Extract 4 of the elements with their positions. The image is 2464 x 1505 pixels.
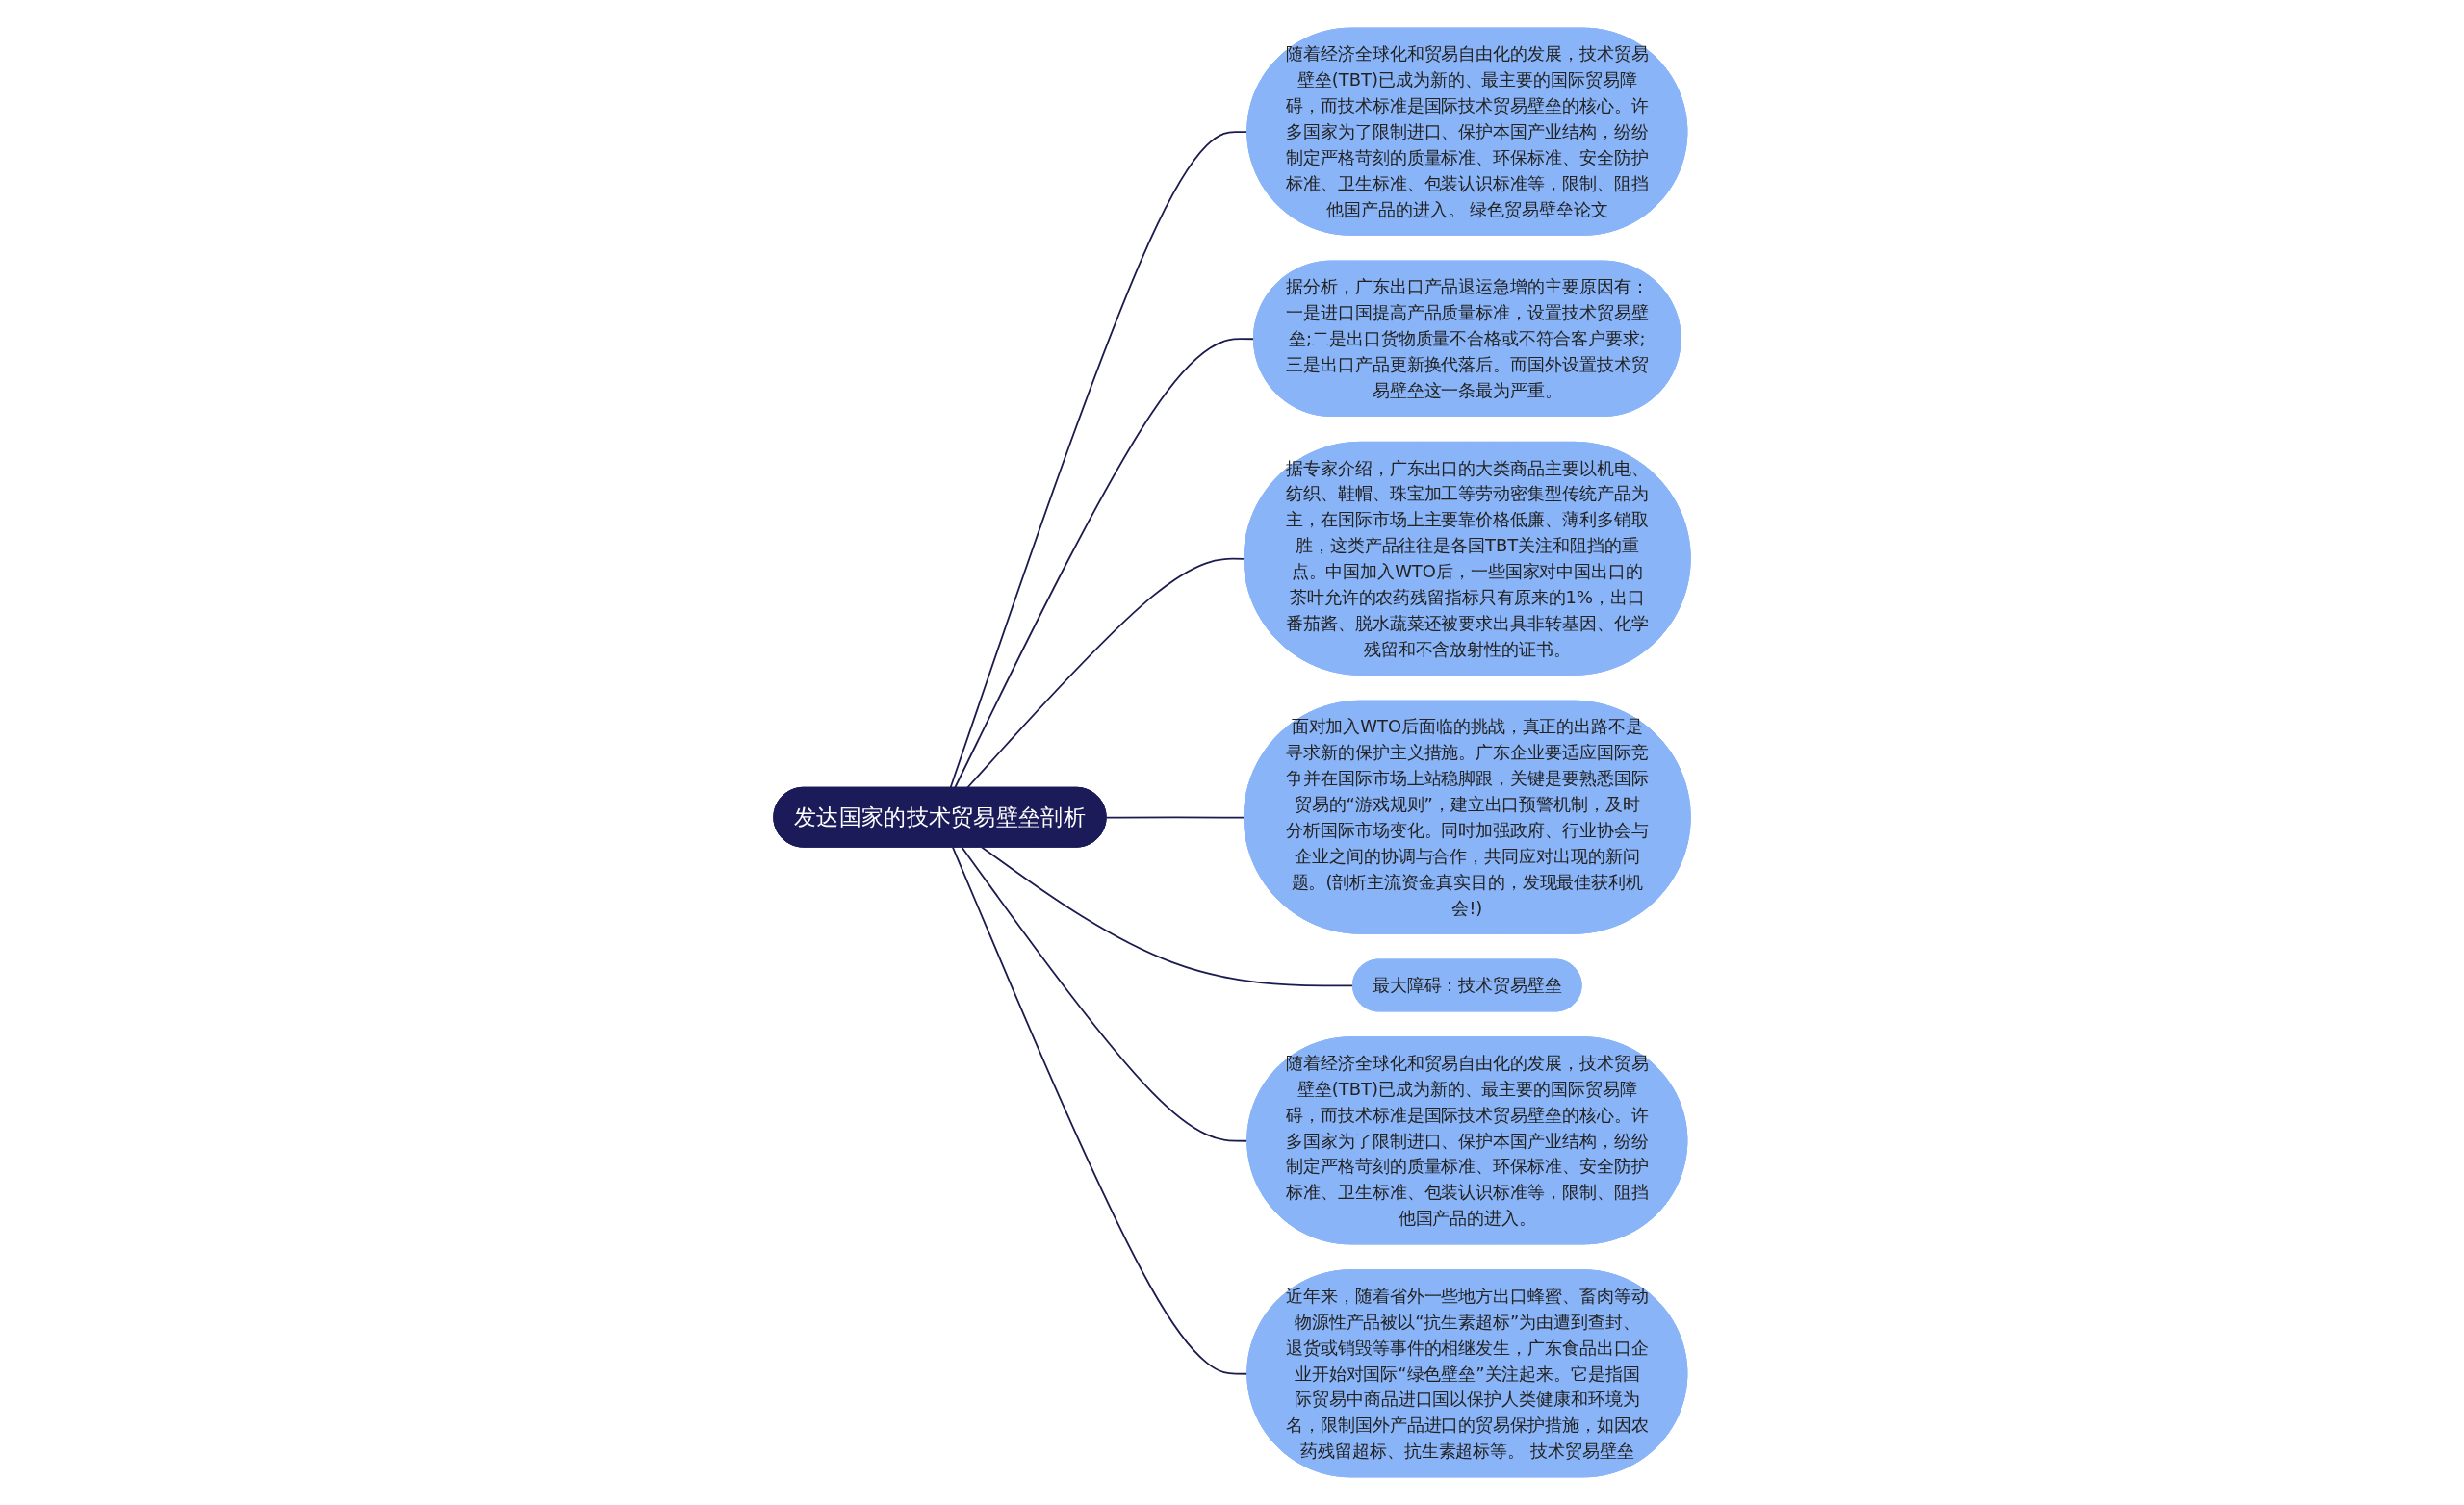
- connector: [954, 338, 1255, 789]
- connector: [981, 846, 1354, 987]
- connector: [966, 557, 1245, 789]
- connector: [1105, 816, 1245, 819]
